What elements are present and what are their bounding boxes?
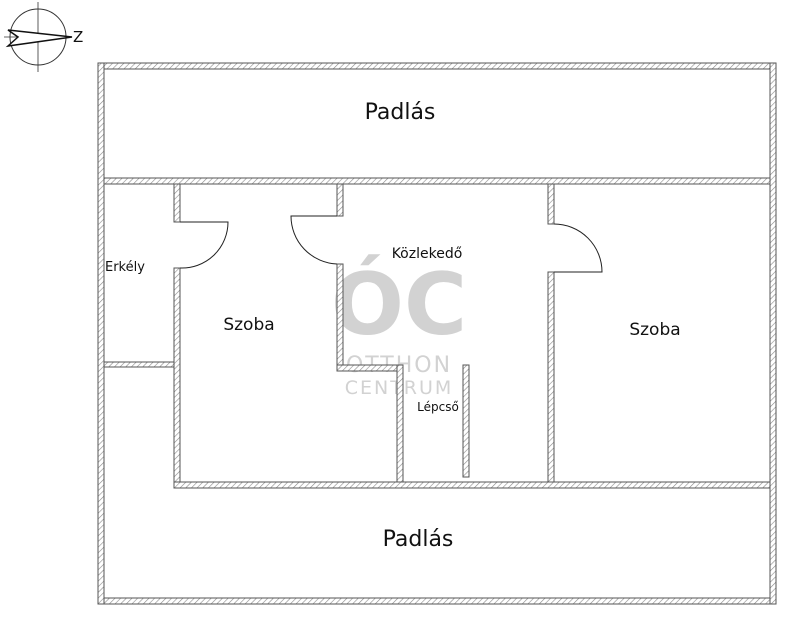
wall-room-right-west-a bbox=[547, 183, 555, 225]
wall-room-left-west-b bbox=[173, 267, 181, 483]
wall-room-right-west-b bbox=[547, 271, 555, 483]
label-room-right: Szoba bbox=[629, 320, 680, 340]
compass: Z bbox=[4, 2, 83, 72]
walls bbox=[97, 62, 777, 605]
label-stairs: Lépcső bbox=[417, 400, 459, 414]
label-room-left: Szoba bbox=[223, 315, 274, 335]
wall-outer-top bbox=[97, 62, 777, 70]
label-attic-top: Padlás bbox=[365, 100, 436, 125]
wall-interior-bottom bbox=[173, 481, 771, 489]
door-room-left-arc bbox=[179, 221, 229, 269]
wall-room-left-west-a bbox=[173, 183, 181, 223]
wall-outer-right bbox=[769, 62, 777, 605]
wall-room-left-east-a bbox=[336, 183, 344, 217]
watermark-logo: ÓC bbox=[331, 254, 467, 355]
wall-outer-left bbox=[97, 62, 105, 605]
label-corridor: Közlekedő bbox=[392, 246, 463, 262]
wall-room-left-east-b bbox=[336, 263, 344, 366]
wall-outer-bottom bbox=[97, 597, 777, 605]
wall-step-horizontal bbox=[336, 364, 404, 372]
label-attic-bottom: Padlás bbox=[383, 527, 454, 552]
door-room-left-east-arc bbox=[290, 215, 338, 265]
doors bbox=[179, 215, 603, 273]
wall-stairs-divider bbox=[462, 364, 470, 478]
room-labels: Padlás Padlás Erkély Szoba Szoba Közleke… bbox=[105, 100, 681, 552]
wall-attic-divider bbox=[103, 177, 771, 185]
wall-balcony-south bbox=[103, 361, 175, 368]
label-balcony: Erkély bbox=[105, 260, 145, 275]
compass-needle-icon bbox=[5, 29, 73, 48]
door-room-right-arc bbox=[553, 223, 603, 273]
watermark: ÓC OTTHON CENTRUM bbox=[331, 254, 467, 399]
compass-letter: Z bbox=[73, 28, 83, 46]
wall-step-vertical bbox=[396, 364, 404, 483]
